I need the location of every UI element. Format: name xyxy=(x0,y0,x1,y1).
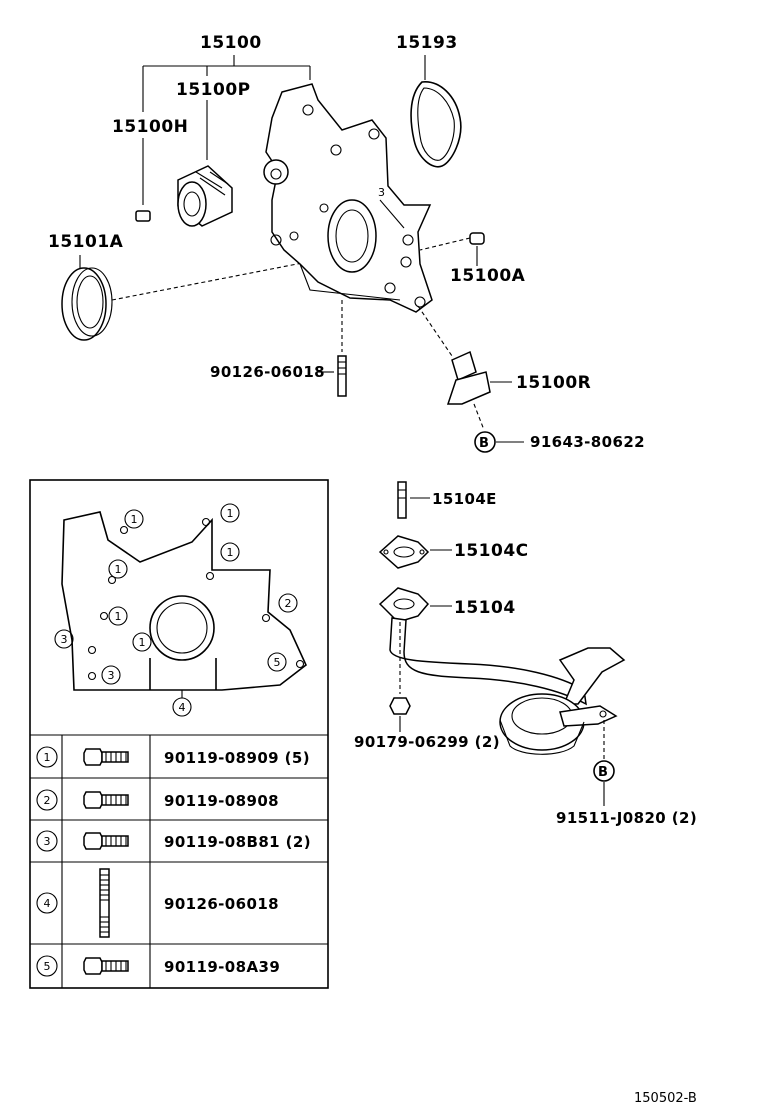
bolt-hole-icon xyxy=(107,575,117,585)
legend-part-number: 90119-08909 (5) xyxy=(164,749,310,767)
legend-part-number: 90119-08A39 xyxy=(164,958,280,976)
inset-marker-1: 1 xyxy=(108,559,128,579)
inset-marker-label: 1 xyxy=(115,563,122,576)
gasket-15193 xyxy=(410,81,462,168)
inset-marker-label: 1 xyxy=(115,610,122,623)
callout-15193: 15193 xyxy=(396,33,458,53)
oil-pump-rotor xyxy=(177,165,233,227)
inset-marker-label: 4 xyxy=(179,701,186,714)
callout-15101a: 15101A xyxy=(48,232,124,252)
inset-marker-label: 3 xyxy=(61,633,68,646)
callout-90126-06018-top: 90126-06018 xyxy=(210,363,325,381)
bolt-hole-icon xyxy=(295,659,305,669)
bolt-hole-icon xyxy=(119,525,129,535)
callout-15104e: 15104E xyxy=(432,490,497,508)
inset-marker-1: 1 xyxy=(220,542,240,562)
callout-15100a: 15100A xyxy=(450,266,526,286)
inset-marker-label: 1 xyxy=(227,546,234,559)
inset-marker-1: 1 xyxy=(132,632,152,652)
oil-strainer-15104 xyxy=(378,587,626,755)
stud-90126-top xyxy=(318,300,347,397)
legend-part-number: 90119-08908 xyxy=(164,792,279,810)
legend-part-number: 90119-08B81 (2) xyxy=(164,833,311,851)
svg-text:3: 3 xyxy=(378,186,385,199)
bolt-icon xyxy=(83,748,129,766)
inset-marker-label: 2 xyxy=(285,597,292,610)
legend-row-1: 1 90119-08909 (5) xyxy=(36,746,310,768)
bolt-hole-icon xyxy=(87,671,97,681)
bolt-hole-icon xyxy=(205,571,215,581)
legend-key: 3 xyxy=(44,835,51,848)
stud-15104e xyxy=(397,481,430,519)
bolt-91511: B xyxy=(593,720,615,806)
figure-id: 150502-B xyxy=(634,1091,697,1106)
callout-90179: 90179-06299 (2) xyxy=(354,733,500,751)
oil-pump-body: 3 xyxy=(263,83,433,313)
callout-15100p: 15100P xyxy=(176,80,251,100)
bolt-hole-icon xyxy=(87,645,97,655)
inset-marker-2: 2 xyxy=(278,593,298,613)
callout-91511: 91511-J0820 (2) xyxy=(556,809,697,827)
nut-90179 xyxy=(389,622,411,732)
gasket-15104c xyxy=(378,535,452,569)
legend-key: 2 xyxy=(44,794,51,807)
oil-seal-15101a xyxy=(61,243,401,341)
inset-marker-3: 3 xyxy=(54,629,74,649)
b-marker-1: B xyxy=(474,431,524,453)
legend-row-4: 4 90126-06018 xyxy=(36,868,279,938)
bolt-icon xyxy=(83,791,129,809)
legend-key: 1 xyxy=(44,751,51,764)
bolt-legend: 1 90119-08909 (5) 2 90119-08908 3 90119-08B81… xyxy=(36,746,311,977)
svg-text:B: B xyxy=(598,765,608,780)
bolt-hole-icon xyxy=(99,611,109,621)
inset-marker-1: 1 xyxy=(124,509,144,529)
inset-marker-label: 1 xyxy=(139,636,146,649)
callout-15100: 15100 xyxy=(200,33,262,53)
inset-marker-1: 1 xyxy=(108,606,128,626)
inset-marker-label: 3 xyxy=(108,669,115,682)
callout-15100h: 15100H xyxy=(112,117,188,137)
inset-marker-label: 5 xyxy=(274,656,281,669)
inset-marker-1: 1 xyxy=(220,503,240,523)
plug-15100a xyxy=(419,232,485,266)
bolt-icon xyxy=(83,832,129,850)
stud-icon xyxy=(99,868,110,938)
bolt-hole-icon xyxy=(201,517,211,527)
inset-marker-label: 1 xyxy=(131,513,138,526)
legend-part-number: 90126-06018 xyxy=(164,895,279,913)
legend-key: 4 xyxy=(44,897,51,910)
legend-key: 5 xyxy=(44,960,51,973)
bolt-location-inset xyxy=(29,479,329,989)
leader-15100 xyxy=(142,55,311,205)
inset-markers: 1 1 1 1 1 1 2 3 3 4 5 xyxy=(54,503,305,717)
callout-15104: 15104 xyxy=(454,598,516,618)
bolt-icon xyxy=(83,957,129,975)
svg-text:B: B xyxy=(479,436,489,451)
inset-marker-label: 1 xyxy=(227,507,234,520)
inset-marker-4: 4 xyxy=(172,697,192,717)
callout-15104c: 15104C xyxy=(454,541,529,561)
plug-15100h xyxy=(135,210,151,222)
callout-91643: 91643-80622 xyxy=(530,433,645,451)
inset-marker-5: 5 xyxy=(267,652,287,672)
legend-row-2: 2 90119-08908 xyxy=(36,789,279,811)
relief-valve-15100r xyxy=(417,305,512,431)
legend-row-3: 3 90119-08B81 (2) xyxy=(36,830,311,852)
legend-row-5: 5 90119-08A39 xyxy=(36,955,280,977)
inset-marker-3: 3 xyxy=(101,665,121,685)
callout-15100r: 15100R xyxy=(516,373,591,393)
bolt-hole-icon xyxy=(261,613,271,623)
